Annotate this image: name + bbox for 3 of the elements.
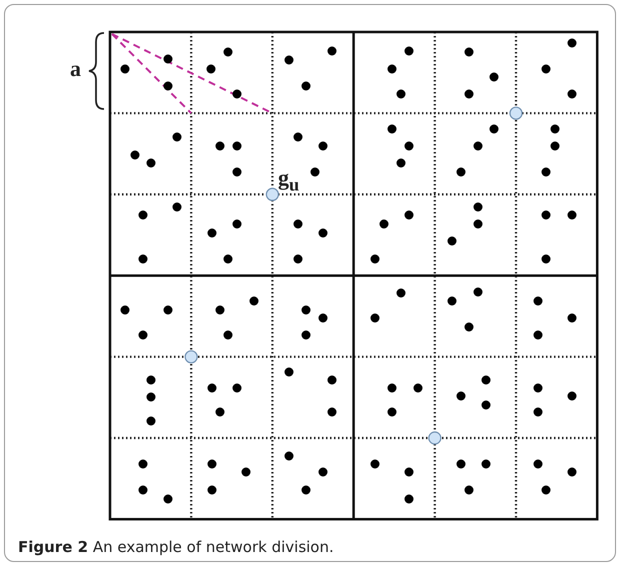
grid-point-label: g$_{u}$ bbox=[278, 167, 300, 194]
side-length-label: a bbox=[70, 58, 81, 80]
figure-caption: Figure 2 An example of network division. bbox=[18, 538, 334, 556]
